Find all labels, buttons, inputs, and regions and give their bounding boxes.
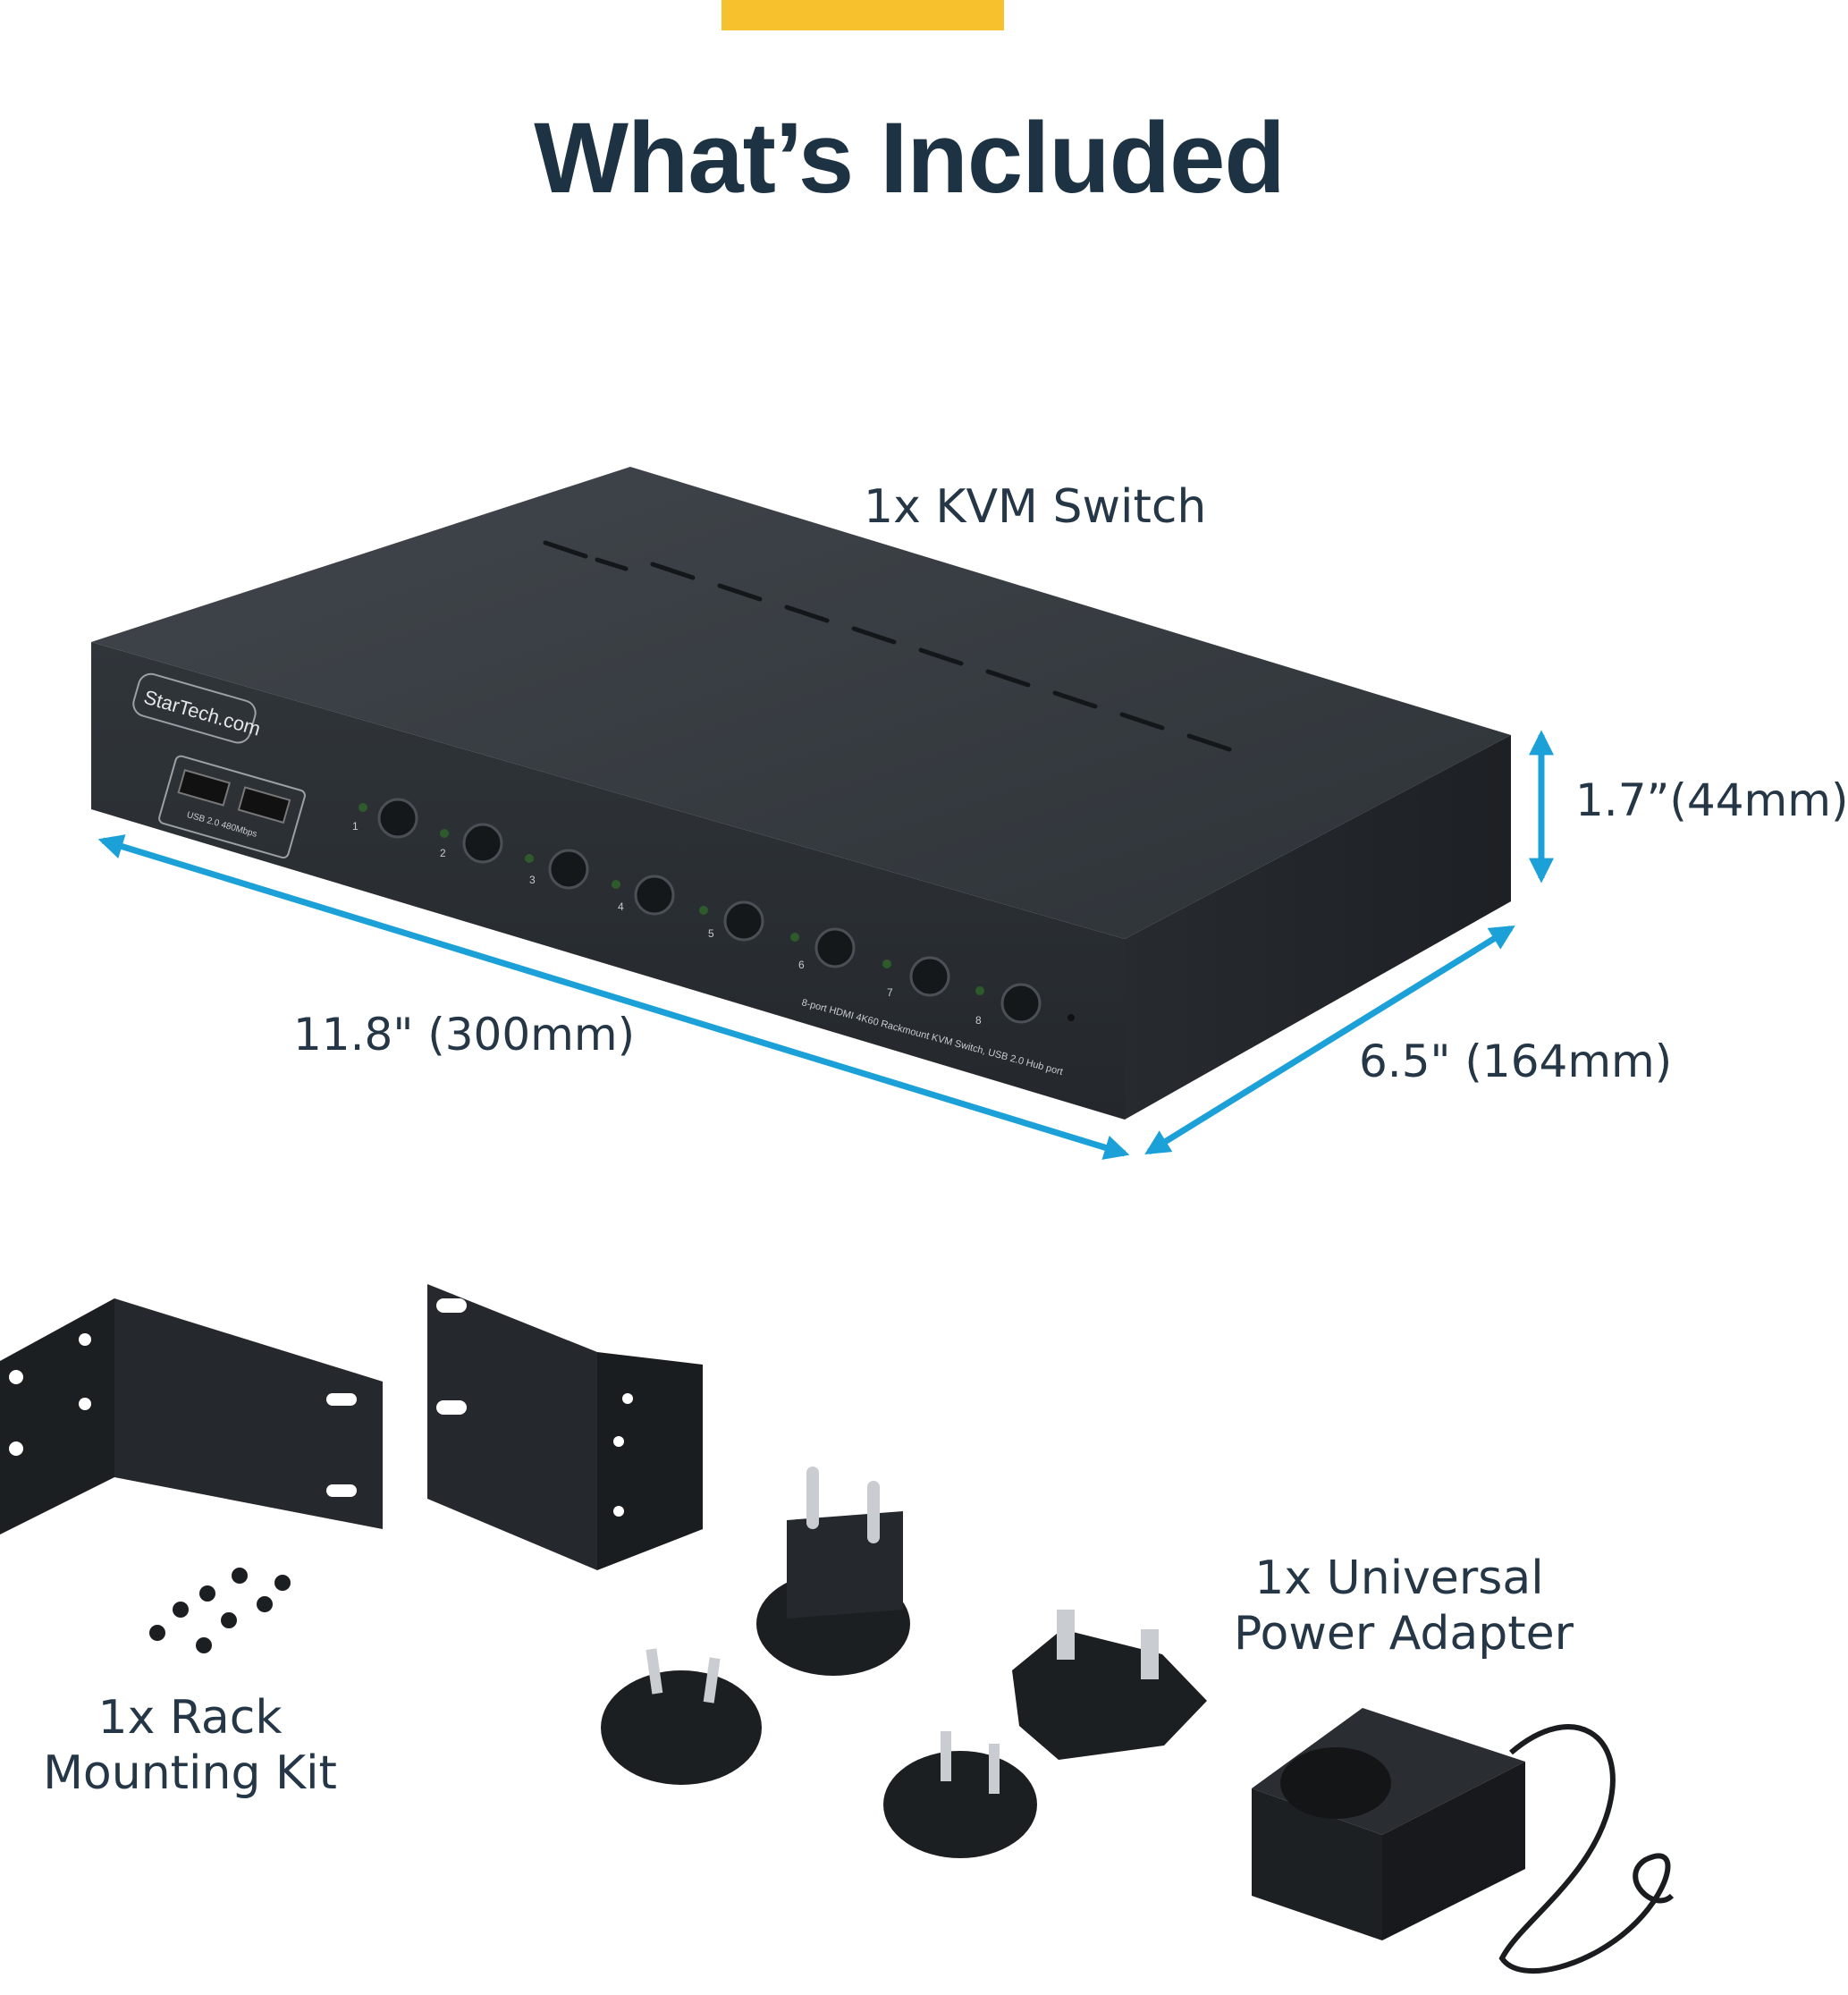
accent-bar [721, 0, 1004, 30]
screw [221, 1612, 237, 1628]
depth-dimension-label: 6.5" (164mm) [1359, 1036, 1673, 1087]
vent-slots [543, 540, 1232, 752]
bracket-slot [326, 1393, 357, 1406]
port-number: 1 [352, 820, 359, 833]
height-dimension-label: 1.7”(44mm) [1575, 774, 1848, 826]
port-button-4 [634, 875, 675, 916]
screw [257, 1596, 273, 1612]
power-adapter-label: 1x Universal Power Adapter [1234, 1551, 1574, 1662]
port-led [359, 803, 367, 812]
port-led [882, 959, 891, 968]
bracket-hole [79, 1398, 91, 1410]
adapter-socket [1280, 1747, 1391, 1819]
plug-adapter-eu [756, 1467, 910, 1676]
port-led [790, 933, 799, 942]
bracket-hole [79, 1333, 91, 1346]
rack-bracket-left [0, 1298, 383, 1534]
adapter-base [883, 1751, 1037, 1858]
adapter-pin [806, 1467, 819, 1529]
port-number: 6 [798, 959, 805, 971]
bracket-hole [622, 1393, 633, 1404]
adapter-housing-side [1382, 1762, 1525, 1940]
port-button-1 [377, 798, 418, 839]
rack-kit-label-line1: 1x Rack [97, 1691, 283, 1745]
screw [173, 1602, 189, 1618]
port-button-5 [723, 900, 764, 942]
bracket-slot [436, 1298, 467, 1313]
port-number: 5 [708, 927, 714, 940]
port-number: 8 [975, 1014, 982, 1027]
plug-adapter-au [601, 1648, 762, 1785]
adapter-pin [646, 1648, 663, 1695]
plug-adapter-uk [1012, 1610, 1207, 1760]
screws [149, 1568, 291, 1653]
bracket-slot [436, 1400, 467, 1415]
brand-badge [132, 672, 257, 744]
port-number: 2 [440, 847, 446, 859]
bracket-ear [427, 1284, 597, 1570]
plug-adapter-us [883, 1731, 1037, 1858]
power-adapter-label-line2: Power Adapter [1234, 1607, 1574, 1661]
width-arrow [97, 834, 1130, 1160]
rack-kit-label-line2: Mounting Kit [43, 1746, 337, 1801]
adapter-pin [703, 1657, 721, 1703]
depth-arrow [1144, 926, 1515, 1154]
screw [196, 1637, 212, 1653]
rack-kit-label: 1x Rack Mounting Kit [36, 1690, 344, 1802]
power-cable [1498, 1724, 1675, 1974]
power-adapter [1252, 1708, 1675, 1974]
status-led [1067, 1014, 1075, 1021]
kvm-top-panel [91, 467, 1511, 939]
screw [199, 1585, 215, 1602]
adapter-pin [1141, 1629, 1159, 1679]
port-button-3 [548, 849, 589, 890]
kvm-switch-label: 1x KVM Switch [864, 480, 1207, 534]
port-number: 3 [529, 874, 536, 886]
page-title: What’s Included [534, 102, 1286, 214]
adapter-pin [941, 1731, 951, 1781]
port-led [612, 880, 620, 889]
bracket-ear [114, 1298, 383, 1529]
port-button-6 [814, 927, 856, 968]
port-number: 4 [618, 900, 624, 913]
dimension-arrows [97, 730, 1554, 1160]
bracket-slot [326, 1484, 357, 1497]
bracket-hole [9, 1370, 23, 1384]
width-dimension-label: 11.8" (300mm) [293, 1009, 636, 1061]
usb-port-2 [237, 786, 291, 824]
port-button-2 [462, 823, 503, 864]
bracket-face [0, 1298, 114, 1534]
power-adapter-label-line1: 1x Universal [1254, 1551, 1544, 1605]
adapter-pin [1057, 1610, 1075, 1660]
adapter-base [1012, 1629, 1207, 1760]
port-led [975, 986, 984, 995]
port-led [699, 906, 708, 915]
rack-bracket-right [427, 1284, 703, 1570]
screw [274, 1575, 291, 1591]
usb-port-1 [177, 768, 232, 807]
adapter-housing-front [1252, 1788, 1382, 1940]
adapter-pin [989, 1744, 1000, 1794]
bracket-face [597, 1352, 703, 1570]
port-button-8 [1000, 983, 1042, 1024]
port-led [440, 829, 449, 838]
adapter-pin [867, 1481, 880, 1543]
bracket-hole [9, 1441, 23, 1456]
screw [149, 1625, 165, 1641]
adapter-body [787, 1511, 903, 1619]
screw [232, 1568, 248, 1584]
bracket-hole [613, 1506, 624, 1517]
port-number: 7 [887, 986, 893, 999]
port-button-7 [909, 956, 950, 997]
adapter-base [601, 1670, 762, 1785]
bracket-hole [613, 1436, 624, 1447]
port-led [525, 854, 534, 863]
